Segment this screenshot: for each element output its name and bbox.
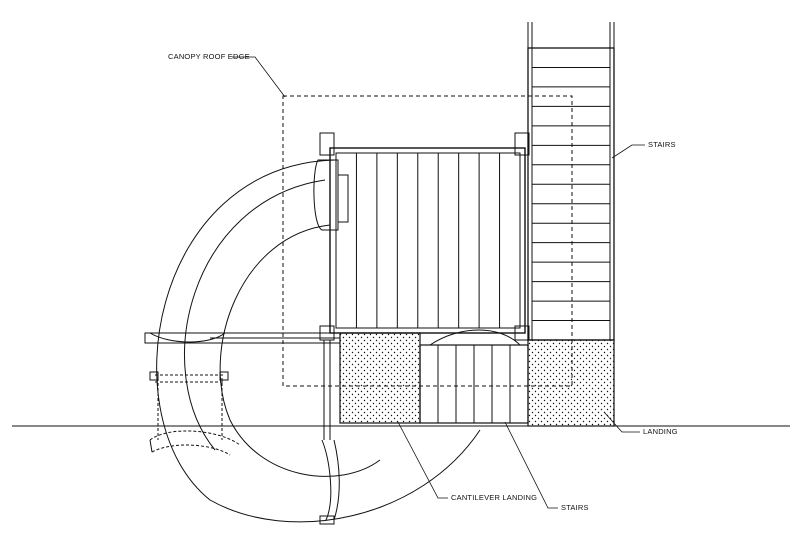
leader-stairs-right	[611, 144, 645, 159]
rail-loop	[149, 332, 226, 343]
label-landing: LANDING	[643, 427, 678, 436]
deck-inner	[335, 152, 521, 329]
stair-stringer	[527, 47, 615, 341]
leader-landing	[603, 411, 640, 433]
right-stairs	[527, 22, 615, 341]
leader-lines	[232, 56, 645, 509]
leader-cantilever	[397, 421, 448, 499]
slide-mid-arc	[184, 179, 326, 451]
slide-exit-curve	[149, 430, 241, 446]
slide-exit-curve-2	[151, 444, 231, 456]
slide-outer-arc	[156, 159, 481, 523]
main-deck	[313, 132, 530, 341]
cantilever-landing	[339, 332, 421, 424]
deck-post-tl	[319, 132, 335, 156]
leader-canopy	[232, 56, 286, 98]
canopy-roof-edge-outline	[282, 95, 573, 387]
connecting-rail	[144, 332, 341, 344]
label-canopy-roof-edge: CANOPY ROOF EDGE	[168, 52, 250, 61]
label-stairs-right: STAIRS	[648, 140, 676, 149]
label-stairs-bottom: STAIRS	[561, 503, 589, 512]
post-cap-right	[219, 371, 229, 381]
stair-landing	[527, 339, 615, 427]
spiral-slide	[149, 159, 481, 523]
slide-exit-dashed-box	[155, 374, 225, 440]
slide-entry-handle	[313, 159, 339, 231]
label-cantilever-landing: CANTILEVER LANDING	[451, 493, 537, 502]
deck-post-bl	[319, 325, 335, 341]
slide-exit-lip	[149, 439, 153, 453]
left-support-post	[319, 340, 340, 525]
lower-stairs	[419, 329, 529, 424]
deck-post-tr	[514, 132, 530, 156]
post-cap-left	[149, 371, 159, 381]
deck-post-br	[514, 325, 530, 341]
deck-frame	[329, 147, 526, 334]
leader-stairs-bottom	[504, 421, 558, 509]
lower-stair-arch	[429, 329, 521, 346]
